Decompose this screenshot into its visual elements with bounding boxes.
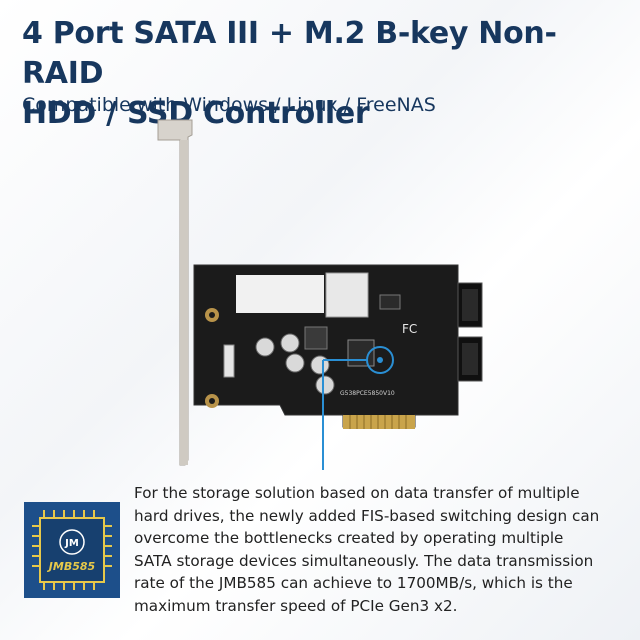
mounting-bracket <box>157 119 193 466</box>
callout-pointer <box>322 346 394 470</box>
subtitle: Compatible with Windows / Linux / FreeNA… <box>22 94 436 116</box>
description-line: rate of the JMB585 can achieve to 1700MB… <box>134 574 573 593</box>
title-line-1: 4 Port SATA III + M.2 B-key Non-RAID <box>22 16 557 91</box>
description-line: hard drives, the newly added FIS-based s… <box>134 506 600 525</box>
description: For the storage solution based on data t… <box>134 482 634 618</box>
page-title: 4 Port SATA III + M.2 B-key Non-RAID HDD… <box>22 14 632 134</box>
controller-card-image: FC G538PCE5850V10 <box>157 119 483 470</box>
description-line: SATA storage devices simultaneously. The… <box>134 551 594 570</box>
board-silkscreen: G538PCE5850V10 <box>340 390 395 397</box>
description-line: overcome the bottlenecks created by oper… <box>134 529 564 548</box>
fcc-logo: FC <box>402 322 417 336</box>
chip-badge: JM JMB585 <box>24 502 120 598</box>
chip-monogram: JM <box>64 538 79 549</box>
chip-label: JMB585 <box>47 560 96 573</box>
description-line: maximum transfer speed of PCIe Gen3 x2. <box>134 596 458 615</box>
description-line: For the storage solution based on data t… <box>134 484 580 502</box>
title-line-2: HDD / SSD Controller <box>22 96 370 131</box>
pcb-board: FC G538PCE5850V10 <box>193 264 483 429</box>
